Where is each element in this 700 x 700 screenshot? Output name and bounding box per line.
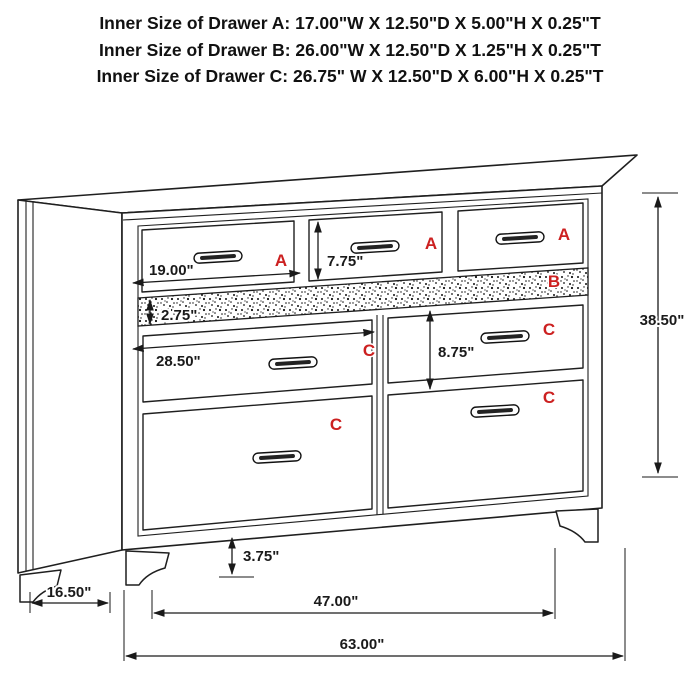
drawer-c-left-top-label: C	[363, 341, 375, 360]
dimension-drawer-b-height-value: 2.75"	[161, 307, 197, 324]
drawer-c-spec: Inner Size of Drawer C: 26.75" W X 12.50…	[96, 66, 604, 86]
dimension-drawer-a-height: 7.75"	[314, 220, 365, 281]
dimension-drawer-a-width: 19.00"	[131, 260, 302, 287]
drawer-a-spec: Inner Size of Drawer A: 17.00"W X 12.50"…	[99, 13, 601, 33]
dimension-drawer-c-height: 8.75"	[426, 309, 476, 391]
drawer-c-right-bottom-face	[387, 379, 584, 509]
size-spec-header: Inner Size of Drawer A: 17.00"W X 12.50"…	[0, 10, 700, 90]
dimension-foot-height: 3.75"	[219, 536, 281, 578]
dimensions: 19.00" 7.75" 2.75" 28.50" 8.75"	[29, 192, 686, 661]
drawer-a1-handle	[193, 250, 243, 264]
drawer-a2-label: A	[425, 234, 437, 253]
dimension-drawer-c-width-value: 28.50"	[156, 353, 201, 370]
dimension-drawer-b-height: 2.75"	[146, 298, 199, 326]
drawer-c-right-bottom-label: C	[543, 388, 555, 407]
drawer-c-left-bottom-handle	[252, 450, 302, 464]
dimension-overall-height-value: 38.50"	[640, 312, 685, 329]
drawer-c-left-top-handle	[268, 356, 318, 370]
drawer-c-right-top-face	[387, 304, 584, 384]
drawer-c-left-bottom-label: C	[330, 415, 342, 434]
drawer-a2-handle	[350, 240, 400, 254]
dimension-overall-height: 38.50"	[638, 192, 686, 478]
front-frame-inner	[137, 198, 589, 537]
dimension-feet-span-value: 47.00"	[314, 593, 359, 610]
dimension-drawer-a-width-value: 19.00"	[149, 262, 194, 279]
dresser-body	[17, 154, 638, 603]
dimension-foot-height-value: 3.75"	[243, 548, 279, 565]
drawer-c-right-bottom-handle	[470, 404, 520, 418]
drawer-c-right-top-label: C	[543, 320, 555, 339]
drawer-a1-label: A	[275, 251, 287, 270]
dresser-side-panel	[17, 199, 123, 574]
front-left-foot	[125, 550, 170, 586]
drawer-a3-label: A	[558, 225, 570, 244]
drawer-b-label: B	[548, 272, 560, 291]
dimension-base-depth-value: 16.50"	[47, 584, 92, 601]
drawer-b-sparkle-strip	[137, 267, 589, 327]
dimension-feet-span: 47.00"	[151, 548, 556, 619]
dimension-overall-width: 63.00"	[123, 548, 626, 661]
front-right-foot	[555, 508, 599, 543]
drawer-b-spec: Inner Size of Drawer B: 26.00"W X 12.50"…	[99, 39, 601, 60]
dimension-base-depth: 16.50"	[29, 582, 111, 613]
dimension-drawer-c-width: 28.50"	[131, 328, 376, 372]
drawer-c-right-top-handle	[480, 330, 530, 344]
drawer-a3-handle	[495, 231, 545, 245]
dimension-drawer-a-height-value: 7.75"	[327, 253, 363, 270]
dimension-overall-width-value: 63.00"	[340, 636, 385, 653]
dimension-drawer-c-height-value: 8.75"	[438, 344, 474, 361]
top-slab-edge-line	[122, 192, 603, 221]
